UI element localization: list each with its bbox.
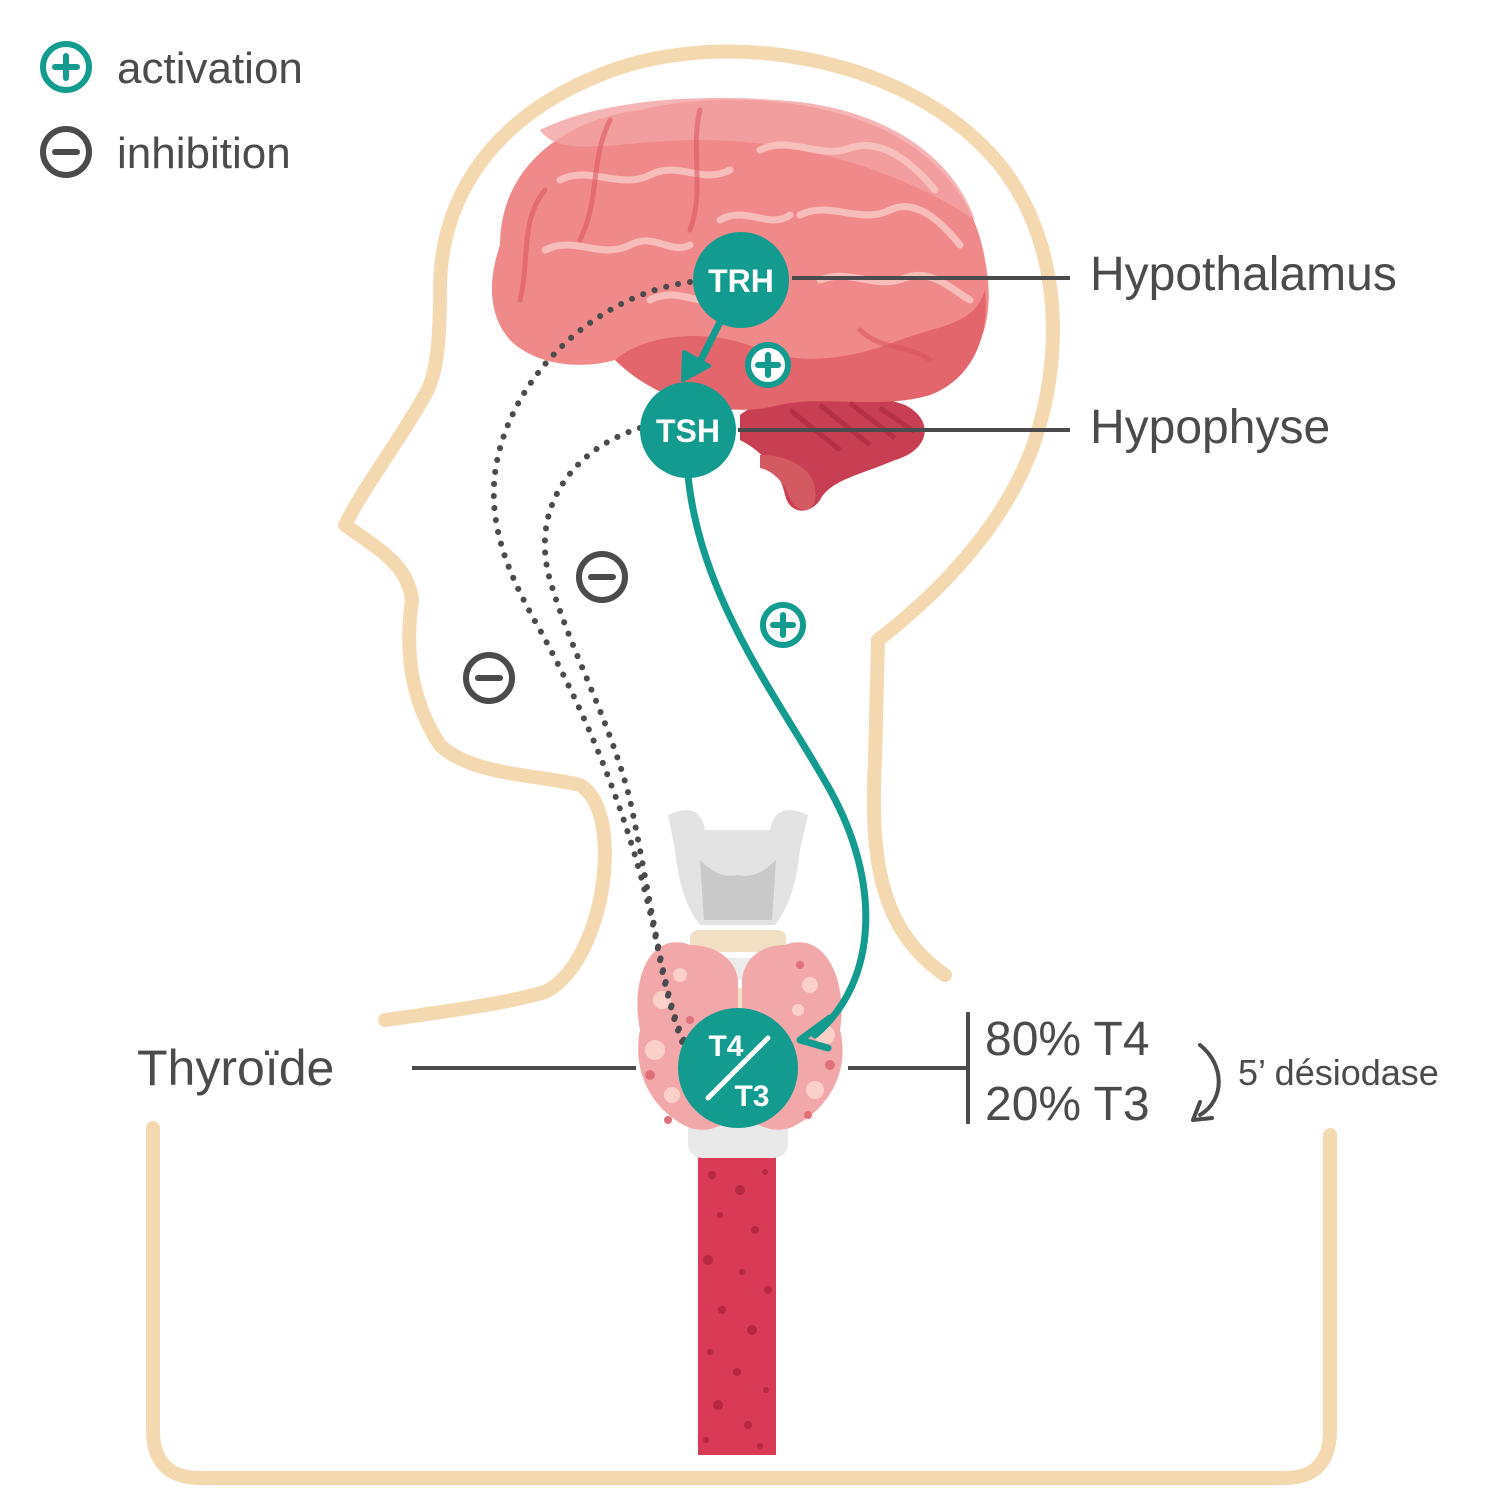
- t3-percent-label: 20% T3: [985, 1078, 1150, 1131]
- trh-label: TRH: [708, 263, 774, 299]
- inhibition-marker-hypothalamus: [463, 652, 515, 704]
- tsh-label: TSH: [656, 413, 720, 449]
- t3-label: T3: [734, 1080, 769, 1113]
- head-outline: [338, 44, 1060, 1027]
- desiodase-label: 5’ désiodase: [1238, 1052, 1439, 1093]
- thyroide-label: Thyroïde: [137, 1040, 334, 1096]
- t4-t3-node: T4 T3: [678, 1008, 798, 1128]
- tsh-node: TSH: [640, 382, 736, 478]
- hypophyse-label: Hypophyse: [1090, 401, 1330, 454]
- inhibition-legend-label: inhibition: [117, 129, 291, 178]
- inhibition-path-to-hypothalamus: [490, 279, 693, 1063]
- body-outline: [146, 1121, 1337, 1485]
- activation-marker-trh-tsh: [745, 342, 791, 388]
- desiodase-arrow: [1191, 1043, 1221, 1122]
- activation-legend-icon: [40, 41, 92, 93]
- t4-percent-label: 80% T4: [985, 1013, 1150, 1066]
- trh-to-tsh-arrow: [681, 314, 726, 382]
- t4-label: T4: [708, 1030, 743, 1063]
- inhibition-marker-hypophyse: [576, 551, 628, 603]
- activation-marker-tsh-thyroid: [760, 602, 806, 648]
- trachea: [698, 1150, 776, 1455]
- tsh-to-thyroid-arrow: [684, 471, 870, 1052]
- inhibition-legend-icon: [40, 126, 92, 178]
- hypothalamus-label: Hypothalamus: [1090, 248, 1397, 301]
- activation-legend-label: activation: [117, 44, 303, 93]
- t4-t3-divider: [705, 1035, 771, 1101]
- trh-node: TRH: [693, 232, 789, 328]
- legend: activation inhibition: [40, 41, 303, 178]
